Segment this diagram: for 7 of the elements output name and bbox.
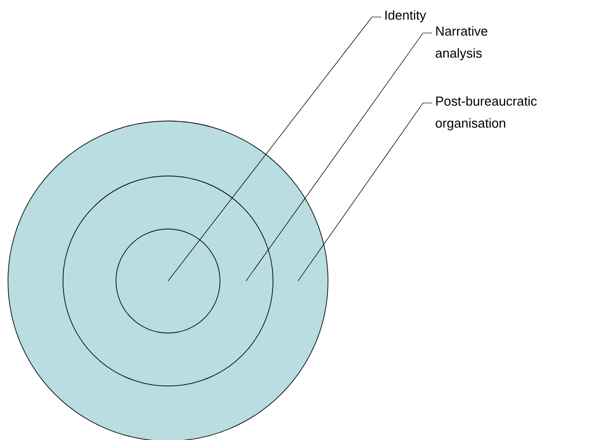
callout-label: Post-bureaucratic organisation <box>436 96 537 130</box>
leader-line <box>246 32 432 282</box>
leader-line <box>298 102 432 282</box>
callout-label: Identity <box>385 10 426 22</box>
callout-label: Narrative analysis <box>436 26 488 60</box>
leader-line <box>168 16 382 282</box>
ring <box>116 228 220 334</box>
